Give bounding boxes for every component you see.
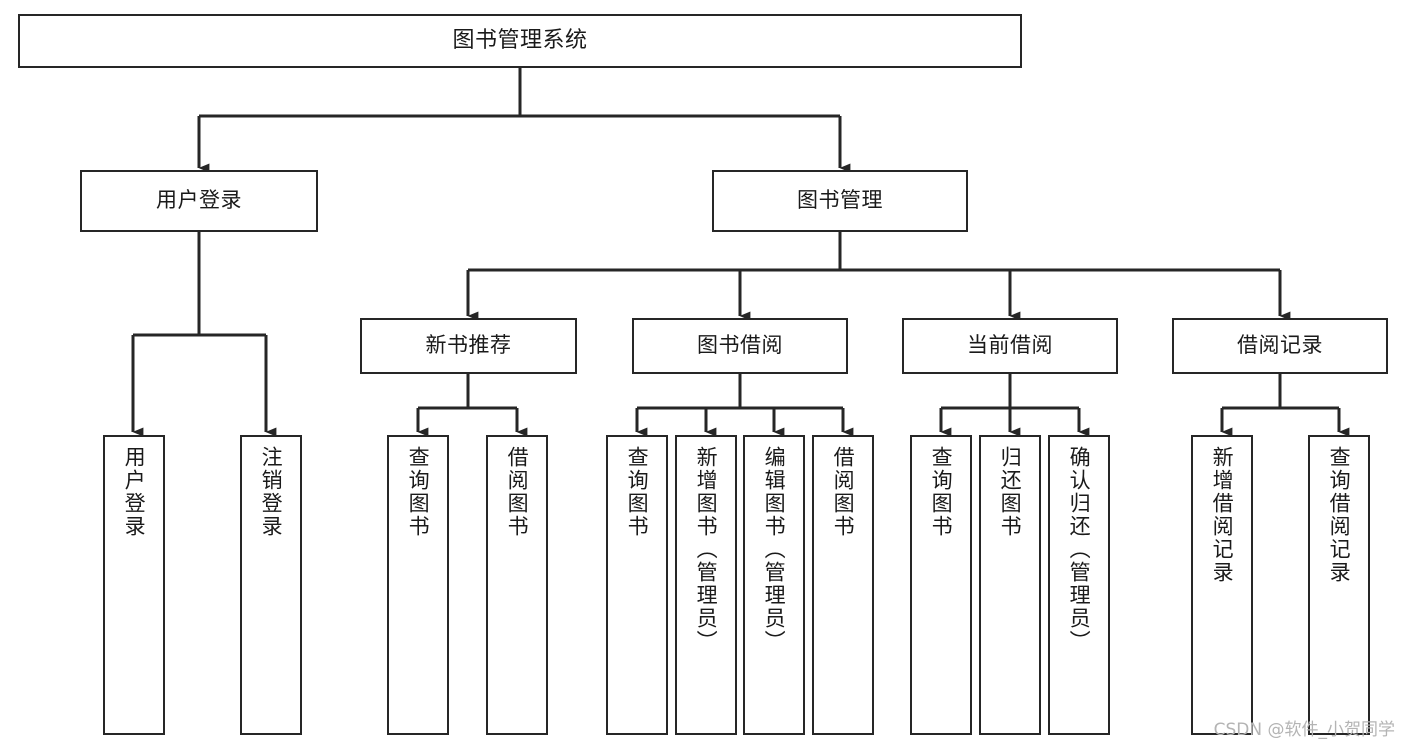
node-label: 用户登录 [156, 188, 242, 213]
node-label: 图书借阅 [697, 333, 783, 358]
node-leaf-user-login[interactable]: 用户登录 [103, 435, 165, 735]
node-leaf-query-book-2[interactable]: 查询图书 [606, 435, 668, 735]
node-label: 用户登录 [122, 446, 147, 538]
node-label: 归还图书 [998, 446, 1023, 538]
node-leaf-add-book[interactable]: 新增图书（管理员） [675, 435, 737, 735]
node-label: 查询图书 [929, 446, 954, 538]
node-user-login[interactable]: 用户登录 [80, 170, 318, 232]
node-label: 图书管理系统 [452, 27, 588, 53]
node-label: 借阅记录 [1237, 333, 1323, 358]
node-borrow-record[interactable]: 借阅记录 [1172, 318, 1388, 374]
node-current-borrow[interactable]: 当前借阅 [902, 318, 1118, 374]
node-label: 注销登录 [259, 446, 284, 538]
node-leaf-edit-book[interactable]: 编辑图书（管理员） [743, 435, 805, 735]
node-label: 新增借阅记录 [1210, 446, 1235, 584]
node-leaf-borrow-book-1[interactable]: 借阅图书 [486, 435, 548, 735]
node-leaf-user-logout[interactable]: 注销登录 [240, 435, 302, 735]
node-leaf-query-book-1[interactable]: 查询图书 [387, 435, 449, 735]
node-leaf-borrow-book-2[interactable]: 借阅图书 [812, 435, 874, 735]
node-book-borrow[interactable]: 图书借阅 [632, 318, 848, 374]
node-book-manage[interactable]: 图书管理 [712, 170, 968, 232]
node-leaf-return-book[interactable]: 归还图书 [979, 435, 1041, 735]
node-label: 新书推荐 [425, 333, 512, 358]
node-leaf-query-book-3[interactable]: 查询图书 [910, 435, 972, 735]
node-label: 编辑图书（管理员） [762, 446, 787, 653]
node-root-book-management-system[interactable]: 图书管理系统 [18, 14, 1022, 68]
node-label: 查询图书 [625, 446, 650, 538]
node-label: 新增图书（管理员） [694, 446, 719, 653]
node-label: 图书管理 [797, 188, 883, 213]
node-label: 查询图书 [406, 446, 431, 538]
node-leaf-query-record[interactable]: 查询借阅记录 [1308, 435, 1370, 735]
node-label: 当前借阅 [967, 333, 1053, 358]
node-label: 查询借阅记录 [1327, 446, 1352, 584]
node-leaf-confirm-return[interactable]: 确认归还（管理员） [1048, 435, 1110, 735]
node-label: 借阅图书 [831, 446, 856, 538]
node-label: 借阅图书 [505, 446, 530, 538]
node-new-book-recommend[interactable]: 新书推荐 [360, 318, 577, 374]
node-leaf-add-record[interactable]: 新增借阅记录 [1191, 435, 1253, 735]
node-label: 确认归还（管理员） [1067, 446, 1092, 653]
csdn-watermark: CSDN @软件_小贺同学 [1213, 720, 1395, 740]
